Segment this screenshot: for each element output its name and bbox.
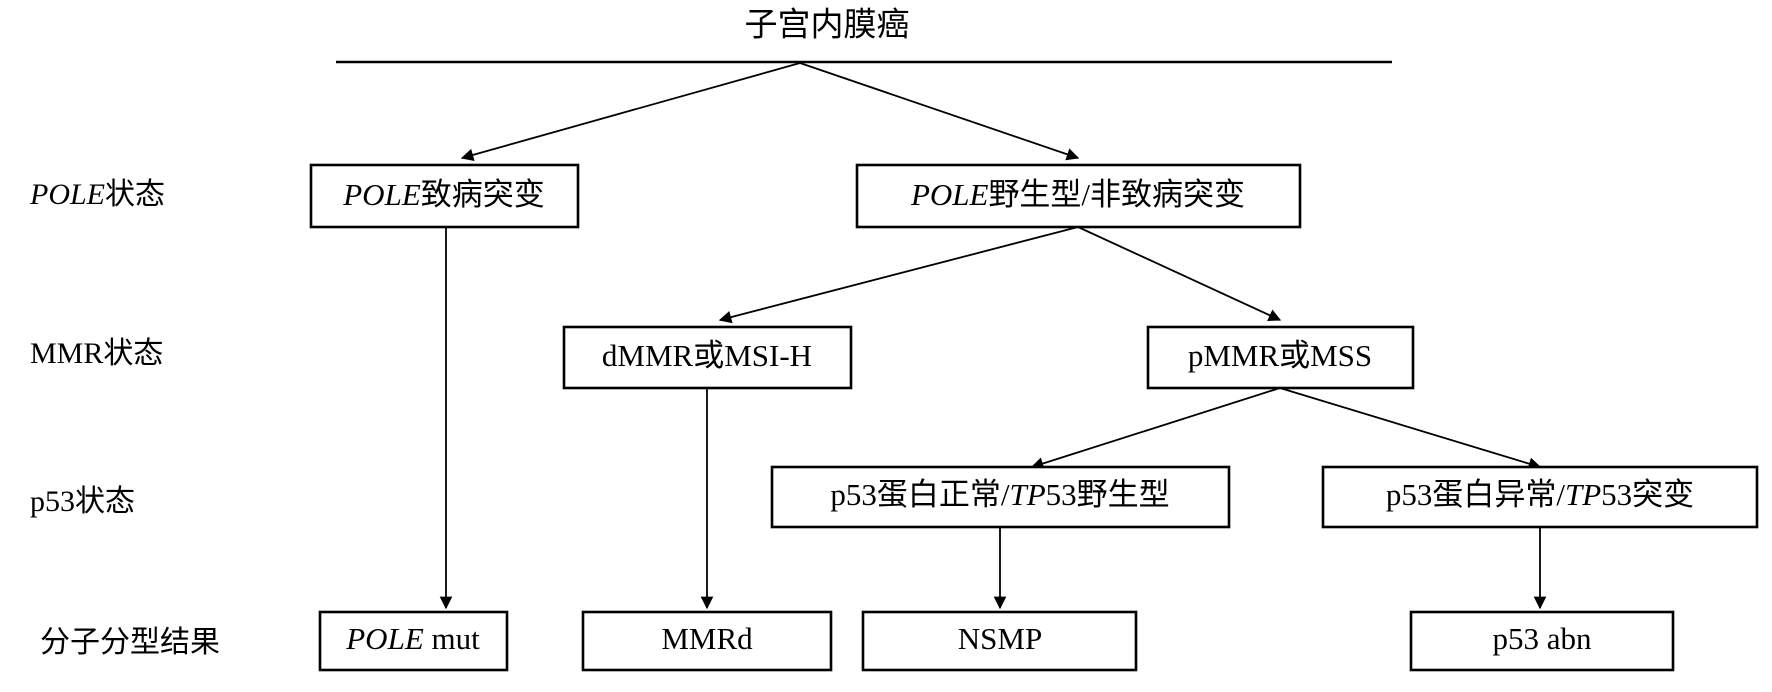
- node-result-p53abn-box[interactable]: [1409, 610, 1675, 672]
- row-label-result: 分子分型结果: [40, 626, 220, 659]
- node-p53-abnormal[interactable]: p53蛋白异常/TP53突变: [1321, 465, 1759, 529]
- node-p53-abnormal-post: 53突变: [1601, 477, 1694, 512]
- node-result-p53abn-label: p53 abn: [1492, 621, 1592, 656]
- edge-pole-wt-to-pmmr: [1077, 226, 1282, 321]
- node-p53-normal[interactable]: p53蛋白正常/TP53野生型: [770, 465, 1231, 529]
- node-p53-normal-label: p53蛋白正常/TP53野生型: [830, 477, 1169, 512]
- diagram-title: 子宫内膜癌: [745, 7, 910, 44]
- node-pole-wt-label: POLE野生型/非致病突变: [910, 177, 1245, 212]
- node-result-pole-mut-rest: mut: [424, 621, 480, 656]
- node-result-nsmp-box[interactable]: [861, 610, 1138, 672]
- row-label-pole-suffix: 状态: [105, 178, 165, 211]
- node-p53-normal-pre: p53蛋白正常/: [830, 477, 1009, 512]
- node-result-nsmp-label: NSMP: [958, 621, 1042, 656]
- node-pmmr-label: pMMR或MSS: [1188, 338, 1372, 373]
- node-pole-wt[interactable]: POLE野生型/非致病突变: [855, 163, 1302, 229]
- node-dmmr[interactable]: dMMR或MSI-H: [562, 325, 853, 390]
- edge-pmmr-to-p53-abnormal: [1279, 387, 1542, 470]
- node-pole-path-italic: POLE: [342, 177, 421, 212]
- node-p53-normal-box[interactable]: [770, 465, 1231, 529]
- node-p53-abnormal-box[interactable]: [1321, 465, 1759, 529]
- node-result-mmrd-box[interactable]: [581, 610, 833, 672]
- node-result-pole-mut-label: POLE mut: [345, 621, 480, 656]
- row-label-mmr: MMR状态: [30, 337, 163, 370]
- node-result-pole-mut-italic: POLE: [345, 621, 424, 656]
- node-result-nsmp[interactable]: NSMP: [861, 610, 1138, 672]
- node-pole-path-box[interactable]: [309, 163, 580, 229]
- edge-title-to-pole-path: [460, 62, 801, 161]
- node-result-pole-mut-box[interactable]: [318, 610, 509, 672]
- node-pole-path-label: POLE致病突变: [342, 177, 545, 212]
- edge-title-to-pole-wt: [799, 62, 1080, 161]
- node-dmmr-label: dMMR或MSI-H: [602, 338, 812, 373]
- node-result-p53abn[interactable]: p53 abn: [1409, 610, 1675, 672]
- row-label-pole-italic: POLE: [29, 178, 105, 211]
- node-result-pole-mut[interactable]: POLE mut: [318, 610, 509, 672]
- node-p53-abnormal-italic: TP: [1565, 477, 1601, 512]
- node-p53-normal-post: 53野生型: [1046, 477, 1170, 512]
- row-label-p53: p53状态: [30, 485, 135, 518]
- node-pole-path[interactable]: POLE致病突变: [309, 163, 580, 229]
- node-pole-path-rest: 致病突变: [421, 177, 545, 212]
- edge-pole-wt-to-dmmr: [718, 226, 1079, 324]
- row-label-pole: POLE状态: [29, 178, 165, 211]
- node-pole-wt-rest: 野生型/非致病突变: [988, 177, 1245, 212]
- node-result-mmrd[interactable]: MMRd: [581, 610, 833, 672]
- node-pmmr-box[interactable]: [1146, 325, 1415, 390]
- edge-pmmr-to-p53-normal: [1030, 387, 1281, 470]
- node-pole-wt-box[interactable]: [855, 163, 1302, 229]
- node-p53-normal-italic: TP: [1009, 477, 1045, 512]
- node-p53-abnormal-label: p53蛋白异常/TP53突变: [1386, 477, 1694, 512]
- node-p53-abnormal-pre: p53蛋白异常/: [1386, 477, 1565, 512]
- node-pole-wt-italic: POLE: [910, 177, 989, 212]
- node-pmmr[interactable]: pMMR或MSS: [1146, 325, 1415, 390]
- node-result-mmrd-label: MMRd: [661, 621, 753, 656]
- node-dmmr-box[interactable]: [562, 325, 853, 390]
